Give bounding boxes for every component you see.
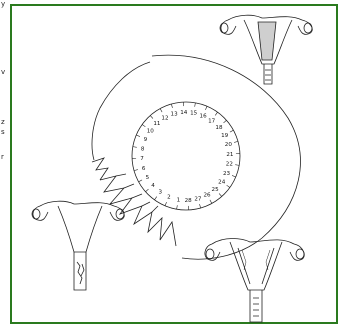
day-tick [154,197,156,200]
day-label: 21 [226,152,234,158]
day-label: 17 [208,118,216,124]
day-tick [235,165,239,166]
day-tick [200,204,201,208]
day-label: 22 [226,162,233,168]
day-tick [134,170,138,171]
day-label: 16 [200,113,208,119]
day-label: 24 [218,180,226,186]
uterus-bottom-right-icon [205,239,304,323]
day-label: 18 [215,125,223,131]
day-tick [215,112,217,115]
day-tick [205,106,207,110]
day-tick [150,116,153,119]
day-label: 13 [171,112,179,118]
day-tick [177,205,178,209]
day-tick [195,103,196,107]
day-tick [234,141,238,142]
day-tick [171,104,172,108]
day-tick [165,202,167,206]
day-label: 10 [147,128,155,134]
day-label: 14 [180,110,188,116]
day-tick [210,200,212,204]
day-tick [136,135,140,137]
day-tick [232,175,236,177]
day-tick [139,180,143,182]
day-ticks [132,102,240,210]
day-label: 23 [223,171,231,177]
uterus-top-right-icon [220,15,312,84]
day-tick [227,185,230,187]
day-tick [142,124,145,126]
day-label: 6 [142,166,146,172]
outer-ring [92,55,300,259]
zigzag-wedges [100,174,176,246]
day-tick [223,120,226,123]
day-label: 2 [167,195,171,201]
day-label: 11 [153,121,161,127]
day-tick [160,109,162,113]
inner-cycle-circle [132,102,240,210]
day-tick [219,193,222,196]
day-label: 12 [161,115,168,121]
day-label: 5 [146,175,150,181]
day-label: 9 [144,137,148,143]
day-label: 4 [151,183,155,189]
uterus-left-icon [32,201,124,290]
day-label: 25 [212,187,220,193]
day-label: 3 [159,190,163,196]
day-label: 20 [225,142,233,148]
day-tick [146,189,149,192]
day-label: 7 [140,156,144,162]
day-label: 26 [203,193,211,199]
day-label: 19 [221,133,229,139]
day-tick [230,130,234,132]
day-label: 28 [185,198,193,204]
day-label: 15 [190,111,198,117]
day-tick [133,147,137,148]
day-label: 27 [194,196,202,202]
day-label: 1 [177,197,181,203]
day-label: 8 [141,146,145,152]
